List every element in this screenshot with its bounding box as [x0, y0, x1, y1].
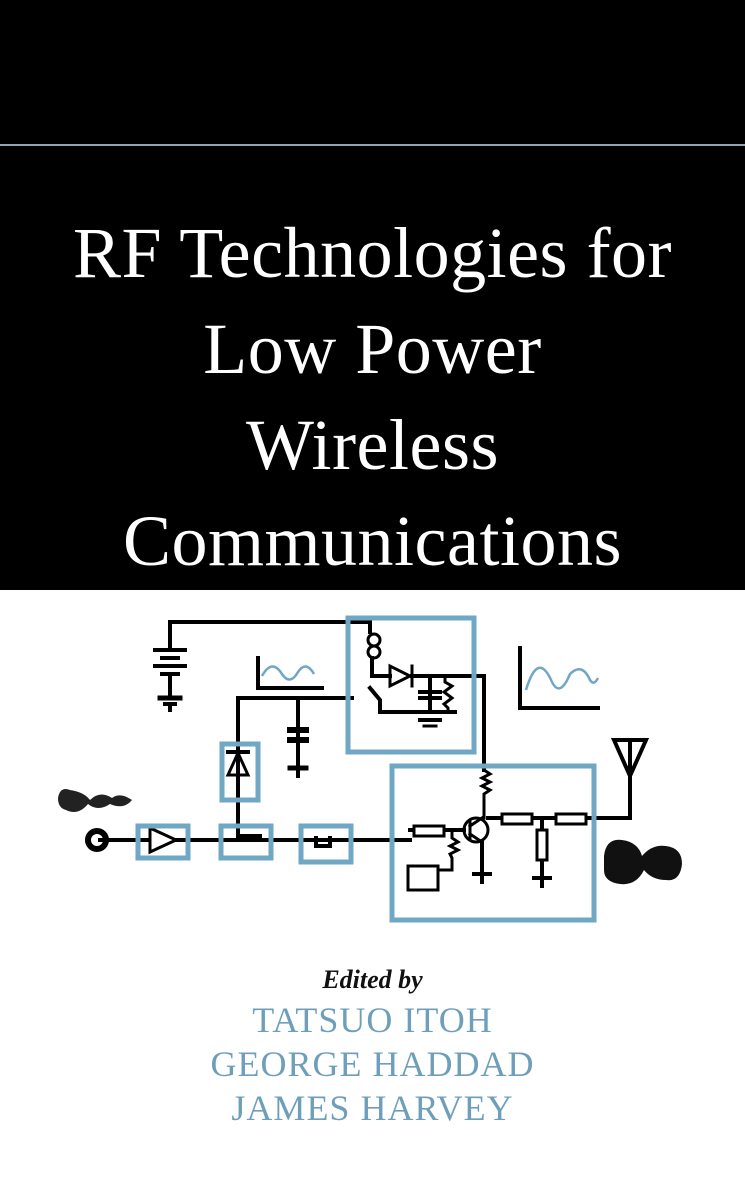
battery-icon — [153, 620, 187, 700]
signal-waveform-icon — [604, 839, 682, 885]
top-divider-rule — [0, 144, 745, 146]
inductor-icon — [366, 632, 382, 660]
title-line-1: RF Technologies for — [72, 213, 673, 293]
resistor-icon — [535, 828, 549, 862]
editor-name: GEORGE HADDAD — [210, 1044, 535, 1084]
edited-by-label: Edited by — [322, 965, 423, 994]
filter-icon — [314, 836, 332, 848]
antenna-icon — [610, 738, 650, 786]
credits-block: Edited by TATSUO ITOH GEORGE HADDAD JAME… — [0, 962, 745, 1130]
resistor-icon — [500, 812, 534, 826]
editor-name: TATSUO ITOH — [252, 1000, 493, 1040]
spectrum-plot-icon — [256, 656, 324, 690]
signal-waveform-icon — [58, 789, 132, 812]
editor-name: JAMES HARVEY — [231, 1088, 514, 1128]
title-line-3: Wireless — [245, 405, 499, 485]
resistor-icon — [554, 812, 588, 826]
title-line-4: Communications — [123, 501, 622, 581]
book-title: RF Technologies for Low Power Wireless C… — [0, 205, 745, 589]
circuit-illustration — [58, 615, 682, 923]
cover-top-band — [0, 0, 745, 590]
title-line-2: Low Power — [203, 309, 542, 389]
amplifier-icon — [148, 825, 180, 855]
ground-icon — [157, 695, 183, 712]
spectrum-plot-icon — [518, 646, 600, 710]
inductor-icon — [478, 767, 494, 820]
transistor-icon — [462, 815, 490, 845]
diode-icon — [225, 740, 251, 832]
input-port-icon — [85, 828, 109, 852]
resistor-icon — [412, 824, 446, 838]
matching-block-icon — [406, 864, 440, 892]
